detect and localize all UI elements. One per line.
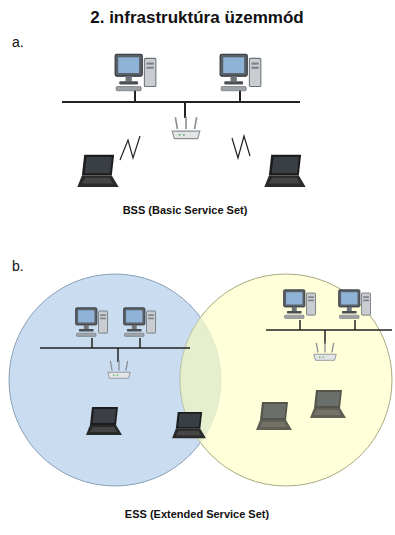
diagram-title: 2. infrastruktúra üzemmód (90, 8, 304, 28)
part-letter: b. (12, 258, 24, 274)
network-caption: BSS (Basic Service Set) (123, 204, 248, 216)
network-caption: ESS (Extended Service Set) (125, 508, 269, 520)
part-letter: a. (12, 34, 24, 50)
ess-network (9, 274, 392, 486)
bss-network (62, 54, 306, 187)
